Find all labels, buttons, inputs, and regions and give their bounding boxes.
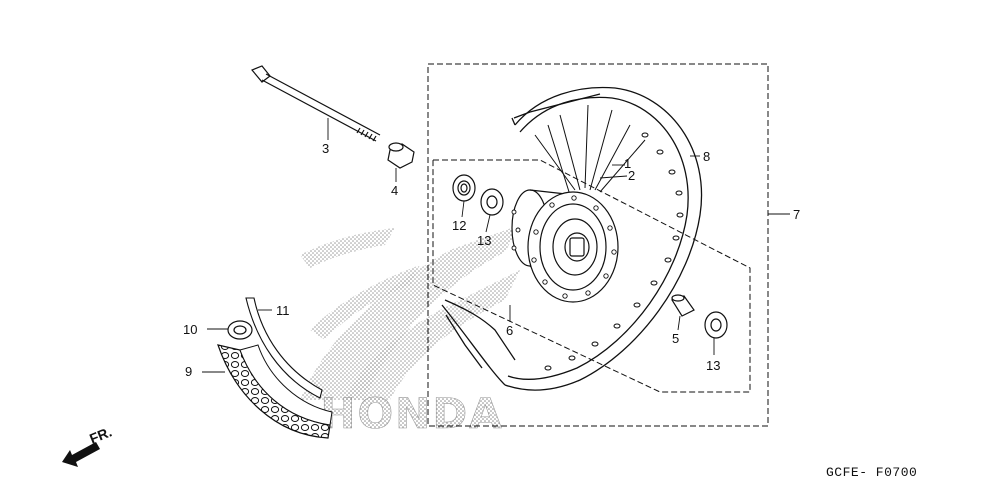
callout-4: 4 xyxy=(391,183,398,198)
callout-3: 3 xyxy=(322,141,329,156)
callout-1: 1 xyxy=(624,156,631,171)
inner-tube xyxy=(227,320,253,340)
callout-8: 8 xyxy=(703,149,710,164)
callout-2: 2 xyxy=(628,168,635,183)
callout-13-left: 13 xyxy=(477,233,491,248)
front-direction-label: FR. xyxy=(87,423,114,446)
distance-collar xyxy=(671,294,695,317)
tire xyxy=(217,344,333,439)
hub xyxy=(511,189,619,303)
radial-bearing-right xyxy=(704,311,728,339)
dust-seal xyxy=(452,174,476,202)
callout-13-right: 13 xyxy=(706,358,720,373)
callout-10: 10 xyxy=(183,322,197,337)
honda-wordmark-watermark: HONDA xyxy=(320,389,503,438)
callout-11: 11 xyxy=(276,303,290,318)
callout-6: 6 xyxy=(506,323,513,338)
assembly-box-7 xyxy=(427,63,769,427)
callout-9: 9 xyxy=(185,364,192,379)
collar xyxy=(387,142,415,169)
leader-lines xyxy=(202,118,790,373)
diagram-code: GCFE- F0700 xyxy=(826,465,917,480)
rim-band xyxy=(245,297,323,399)
callout-7: 7 xyxy=(793,207,800,222)
axle-bolt xyxy=(251,65,381,142)
rim xyxy=(441,86,703,391)
front-direction-arrow-icon xyxy=(62,442,100,467)
callout-5: 5 xyxy=(672,331,679,346)
honda-wing-watermark xyxy=(300,225,520,400)
radial-bearing-left xyxy=(480,188,504,216)
hub-flange-holes xyxy=(511,195,617,299)
rim-spoke-holes xyxy=(544,132,684,371)
callout-12: 12 xyxy=(452,218,466,233)
spokes xyxy=(534,104,646,196)
